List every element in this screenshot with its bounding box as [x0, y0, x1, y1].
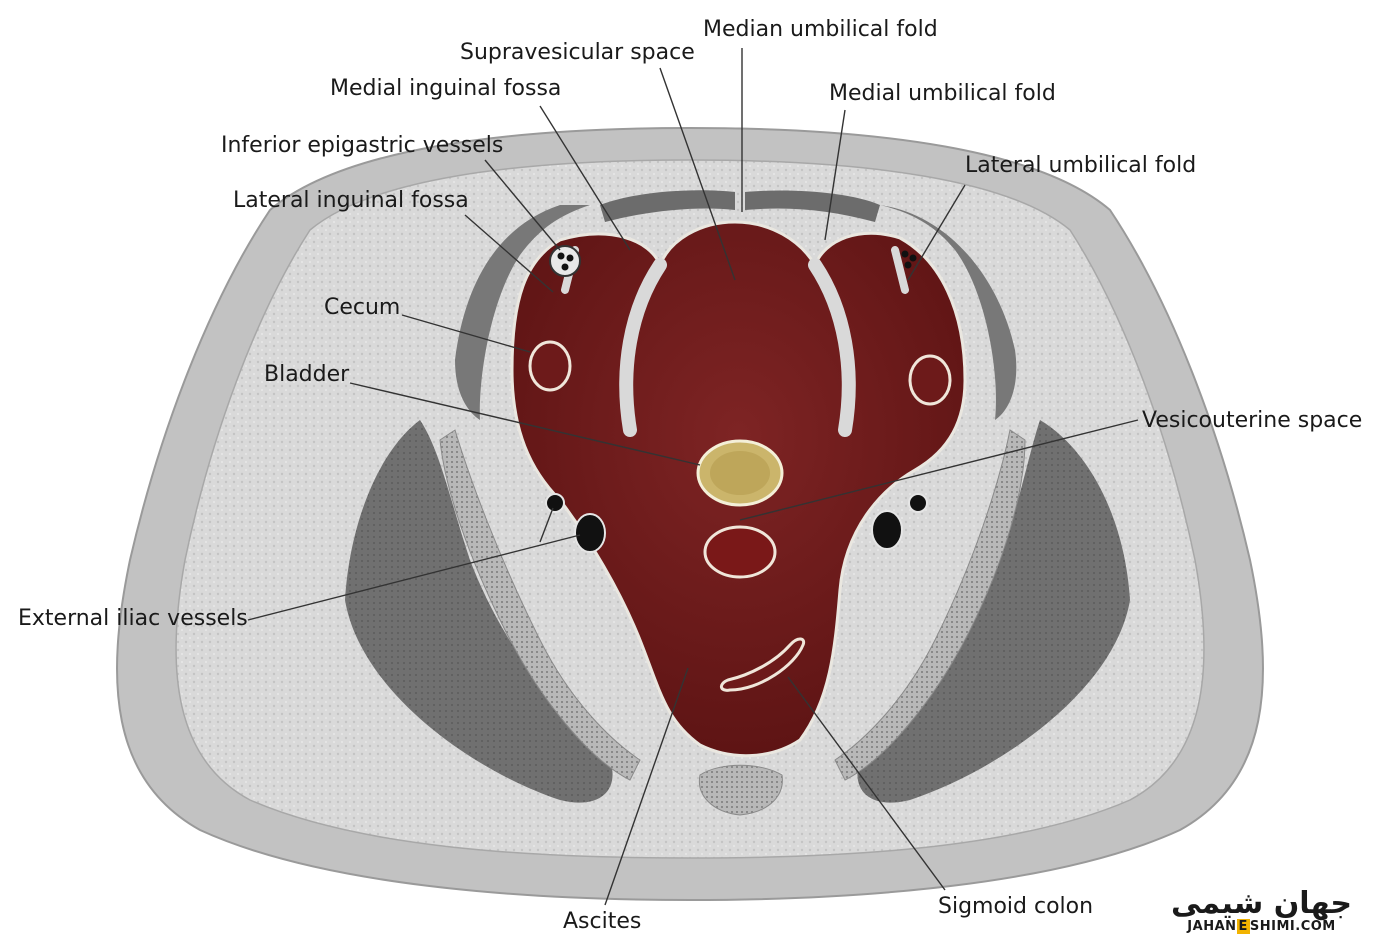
leader-medial-inguinal-fossa	[539, 105, 631, 251]
leader-inferior-epigastric-vessels	[484, 159, 561, 251]
cecum	[528, 340, 572, 392]
uterus	[703, 525, 777, 579]
label-external-iliac-vessels: External iliac vessels	[18, 606, 248, 631]
watermark-latin-pre: JAHAN	[1187, 919, 1237, 934]
left-iliac-bone	[439, 429, 641, 781]
watermark-latin-post: SHIMI.COM	[1249, 919, 1336, 934]
sacrum	[698, 764, 783, 816]
label-ascites: Ascites	[563, 909, 642, 934]
leader-lines	[247, 48, 1139, 906]
right-iliac-bone	[834, 429, 1026, 781]
leader-ascites	[604, 667, 689, 906]
right-external-iliac-vein	[871, 510, 903, 550]
leader-bladder	[349, 382, 701, 466]
label-medial-inguinal-fossa: Medial inguinal fossa	[330, 76, 562, 101]
left-epigastric-vessel-dot	[561, 263, 569, 271]
label-median-umbilical-fold: Median umbilical fold	[703, 17, 938, 42]
leader-medial-umbilical-fold	[824, 109, 846, 241]
right-lateral-umbilical-fold	[891, 246, 909, 294]
watermark-arabic-text: جهان شیمی	[1171, 886, 1352, 921]
bladder-texture	[710, 451, 770, 495]
leader-cecum	[401, 314, 531, 353]
left-inferior-epigastric-vessels	[549, 245, 581, 277]
left-epigastric-vessel-dot	[566, 254, 574, 262]
right-epigastric-vessel-dot	[904, 261, 912, 269]
label-cecum: Cecum	[324, 295, 401, 320]
right-external-iliac-artery	[908, 493, 928, 513]
label-sigmoid-colon: Sigmoid colon	[938, 894, 1094, 919]
leader-external-iliac-artery	[539, 507, 554, 543]
left-external-iliac-vein	[574, 513, 606, 553]
label-medial-umbilical-fold: Medial umbilical fold	[829, 81, 1056, 106]
leader-supravesicular-space	[659, 67, 736, 281]
left-medial-umbilical-fold	[619, 258, 667, 437]
right-epigastric-vessel-dot	[909, 254, 917, 262]
leader-vesicouterine-space	[739, 419, 1139, 521]
left-external-iliac-artery	[545, 493, 565, 513]
leader-external-iliac-vessels	[247, 534, 581, 621]
label-lateral-umbilical-fold: Lateral umbilical fold	[965, 153, 1197, 178]
label-lateral-inguinal-fossa: Lateral inguinal fossa	[233, 188, 469, 213]
watermark-latin-e: E	[1236, 919, 1250, 934]
sigmoid-colon	[720, 637, 806, 692]
right-iliacus-muscle	[857, 420, 1130, 803]
leader-lateral-umbilical-fold	[907, 184, 966, 281]
right-medial-umbilical-fold	[808, 258, 856, 437]
left-rectus-muscle	[600, 190, 735, 222]
label-supravesicular-space: Supravesicular space	[460, 40, 695, 65]
label-inferior-epigastric-vessels: Inferior epigastric vessels	[221, 133, 504, 158]
leader-sigmoid-colon	[787, 676, 946, 891]
right-rectus-muscle	[745, 190, 880, 222]
right-lateral-wall-muscle	[880, 205, 1017, 420]
left-lateral-wall-muscle	[455, 205, 590, 420]
left-iliacus-muscle	[345, 420, 613, 803]
label-vesicouterine-space: Vesicouterine space	[1142, 408, 1363, 433]
left-epigastric-vessel-dot	[557, 252, 565, 260]
right-colon-section	[908, 354, 952, 406]
leader-lateral-inguinal-fossa	[464, 214, 554, 293]
right-epigastric-vessel-dot	[901, 250, 909, 258]
label-bladder: Bladder	[264, 362, 350, 387]
